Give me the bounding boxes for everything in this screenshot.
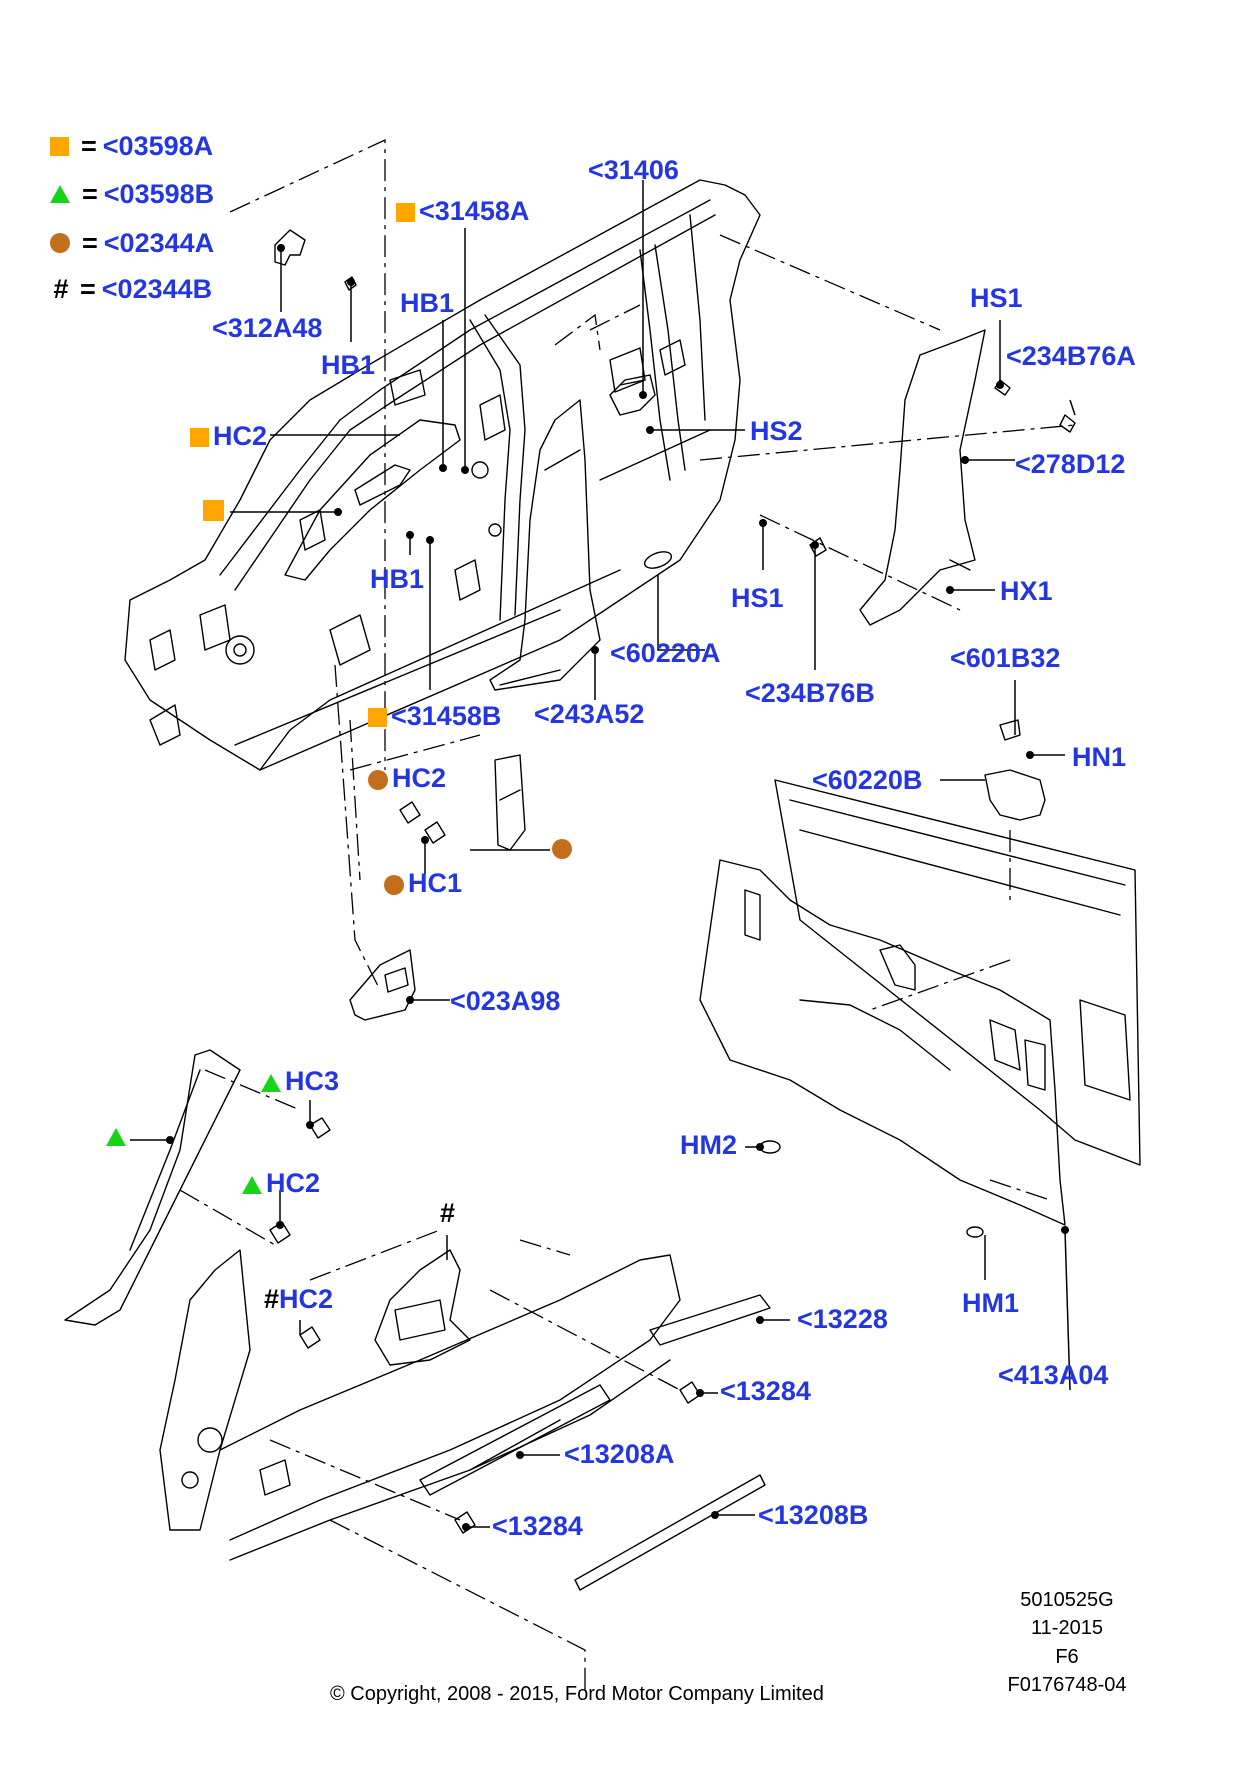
- callout-hs1: HS1: [731, 583, 784, 613]
- callout-243a52: <243A52: [534, 699, 645, 729]
- callout-hc2: #HC2: [264, 1284, 334, 1314]
- green-triangle-icon: [50, 185, 70, 203]
- callout-601b32: <601B32: [950, 643, 1061, 673]
- callout-hc1: HC1: [384, 868, 462, 898]
- legend-code: <02344A: [103, 228, 215, 258]
- callout-31406: <31406: [588, 155, 679, 185]
- kick-panel-trim: [494, 754, 526, 851]
- brown-circle-icon: [368, 769, 388, 790]
- legend-code: <03598B: [103, 179, 215, 209]
- callout-hc3: HC3: [261, 1066, 339, 1096]
- callout-023a98: <023A98: [450, 986, 561, 1016]
- b-pillar-lower-trim: [489, 399, 601, 691]
- b-pillar-upper-trim: [609, 374, 656, 416]
- callout-13284: <13284: [720, 1376, 811, 1406]
- green-triangle-icon: [261, 1073, 281, 1092]
- legend-item-hash: # = <02344B: [50, 274, 212, 304]
- callout-13284: <13284: [492, 1511, 583, 1541]
- drawing-number: 5010525G: [1020, 1589, 1114, 1611]
- orange-square-icon: [396, 203, 415, 223]
- green-triangle-icon: [242, 1175, 262, 1194]
- legend-item-square: = <03598A: [50, 131, 213, 161]
- callout-13208a: <13208A: [564, 1439, 675, 1469]
- callout-hash-marker: #: [440, 1198, 456, 1228]
- callout-hb1: HB1: [321, 350, 376, 380]
- body-side-frame-upper: [124, 179, 761, 771]
- callout-13208b: <13208B: [758, 1500, 869, 1530]
- green-triangle-icon: [106, 1128, 126, 1146]
- legend-item-triangle: = <03598B: [50, 179, 214, 209]
- rear-quarter-trim: [859, 329, 986, 626]
- callout-13228: <13228: [797, 1304, 888, 1334]
- callout-278d12: <278D12: [1015, 449, 1126, 479]
- green-triangle-marker: [106, 1128, 130, 1146]
- grommet-60220a: [643, 551, 673, 569]
- brown-circle-marker: [552, 839, 576, 859]
- callout-hs1: HS1: [970, 283, 1023, 313]
- orange-square-marker: [203, 500, 228, 521]
- brown-circle-icon: [50, 233, 70, 253]
- scuff-plate-13208a: [419, 1384, 611, 1496]
- a-pillar-trim: [284, 419, 461, 581]
- cowl-side-trim: [349, 949, 416, 1021]
- callout-234b76b: <234B76B: [745, 678, 875, 708]
- drawing-sheet: F6: [1055, 1646, 1079, 1668]
- figure-number: F0176748-04: [1007, 1674, 1127, 1696]
- striker-bracket: [984, 719, 1046, 821]
- callout-312a48: <312A48: [212, 313, 323, 343]
- drawing-date: 11-2015: [1031, 1617, 1103, 1639]
- callout-31458b: <31458B: [368, 701, 501, 731]
- scuff-plate-13208b: [574, 1474, 766, 1591]
- legend-code: <03598A: [102, 131, 214, 161]
- callout-31458a: <31458A: [396, 196, 529, 226]
- brown-circle-icon: [384, 874, 404, 895]
- orange-square-icon: [190, 428, 209, 448]
- rear-wall-insulator: [699, 859, 1066, 1226]
- callout-hx1: HX1: [1000, 576, 1053, 606]
- brown-circle-icon: [552, 839, 572, 859]
- callout-234b76a: <234B76A: [1006, 341, 1136, 371]
- scuff-plate-13228: [649, 1294, 771, 1346]
- callout-60220a: <60220A: [610, 638, 721, 668]
- callout-hn1: HN1: [1072, 742, 1127, 772]
- legend-code: <02344B: [101, 274, 213, 304]
- legend-item-circle: = <02344A: [50, 228, 214, 258]
- orange-square-icon: [368, 708, 387, 728]
- callout-60220b: <60220B: [812, 765, 923, 795]
- callout-hc2: HC2: [242, 1168, 320, 1198]
- callout-hb1: HB1: [400, 288, 455, 318]
- callout-hs2: HS2: [750, 416, 803, 446]
- kick-cowl-trim: [374, 1249, 471, 1366]
- callout-hb1: HB1: [370, 564, 425, 594]
- a-pillar-lower-trim: [64, 1049, 241, 1326]
- callout-hm2: HM2: [680, 1130, 738, 1160]
- callout-hc2: HC2: [368, 763, 446, 793]
- callout-hc2: HC2: [190, 421, 267, 451]
- callout-hm1: HM1: [962, 1288, 1020, 1318]
- callout-413a04: <413A04: [998, 1360, 1109, 1390]
- hash-symbol: #: [53, 274, 69, 304]
- rear-panel-frame: [774, 779, 1141, 1166]
- orange-square-icon: [203, 500, 224, 521]
- copyright-notice: © Copyright, 2008 - 2015, Ford Motor Com…: [330, 1683, 824, 1705]
- orange-square-icon: [50, 136, 69, 156]
